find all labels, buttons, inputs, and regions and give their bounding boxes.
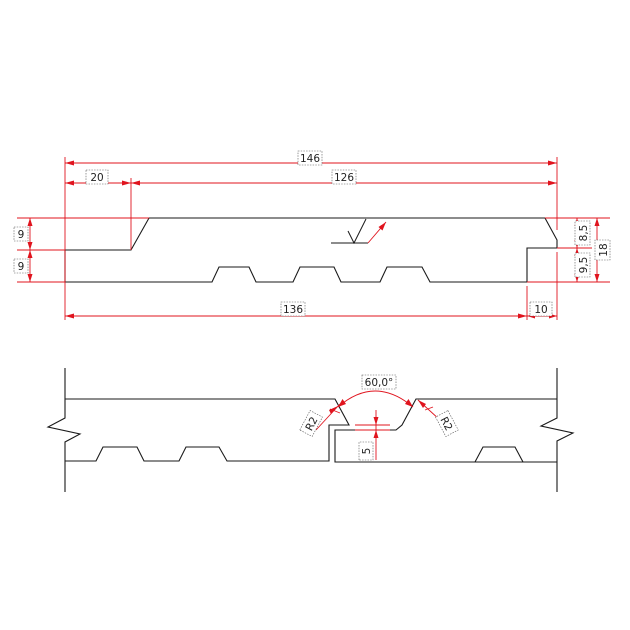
dimension-label-gap: 5 bbox=[361, 448, 373, 455]
dimension-tongue-offset: 20 bbox=[65, 169, 131, 186]
dimension-label-left-radius: R2 bbox=[303, 415, 320, 433]
right-board-groove-bottom bbox=[335, 446, 524, 463]
dimension-label-136: 136 bbox=[283, 304, 303, 316]
dimension-right-heights: 8,5 9,5 18 bbox=[574, 218, 611, 282]
board-profile-view: 146 20 126 9 9 bbox=[13, 150, 611, 320]
board-outline bbox=[64, 217, 558, 283]
dimension-groove-width: 10 bbox=[527, 301, 557, 319]
dimension-overall-width: 146 bbox=[65, 150, 557, 166]
dimension-bottom-width: 136 bbox=[65, 301, 527, 319]
dimension-left-radius: R2 bbox=[299, 403, 341, 437]
dimension-label-20: 20 bbox=[90, 172, 103, 184]
dimension-label-8-5: 8,5 bbox=[578, 225, 590, 242]
left-break-line bbox=[46, 368, 82, 492]
dimension-label-146: 146 bbox=[300, 153, 320, 165]
dimension-gap-height: 5 bbox=[355, 410, 390, 461]
dimension-label-10: 10 bbox=[534, 304, 547, 316]
dimension-label-9-upper: 9 bbox=[18, 229, 25, 241]
dimension-right-radius: R2 bbox=[417, 399, 459, 437]
dimension-face-width: 126 bbox=[131, 169, 557, 186]
joint-detail-view: 60,0° R2 R2 bbox=[46, 368, 575, 492]
dimension-joint-angle: 60,0° bbox=[337, 374, 414, 408]
dimension-label-right-radius: R2 bbox=[437, 415, 454, 433]
right-break-line bbox=[539, 368, 575, 492]
dimension-label-18: 18 bbox=[598, 243, 610, 256]
extension-lines bbox=[17, 157, 610, 320]
dimension-label-9-5: 9,5 bbox=[578, 257, 590, 274]
dimension-label-angle: 60,0° bbox=[365, 377, 394, 389]
dimension-label-126: 126 bbox=[334, 172, 354, 184]
left-board-outline bbox=[65, 398, 350, 462]
surface-finish-symbol bbox=[331, 218, 387, 245]
dimension-label-9-lower: 9 bbox=[18, 261, 25, 273]
dimension-left-heights: 9 9 bbox=[13, 218, 33, 282]
